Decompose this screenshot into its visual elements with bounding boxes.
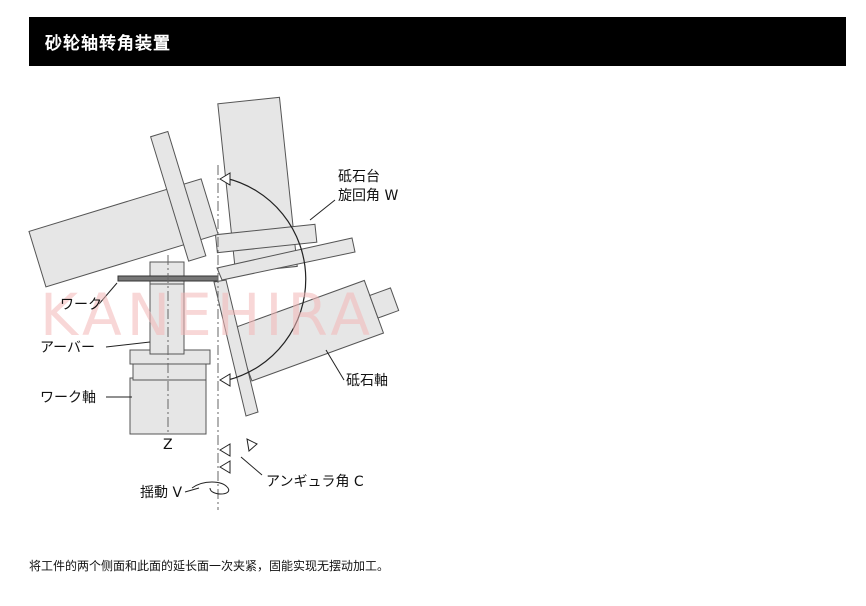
leader-wheel-spindle xyxy=(325,349,345,381)
label-oscillation: 揺動 V xyxy=(140,485,182,501)
label-wheel-spindle: 砥石軸 xyxy=(346,373,388,389)
label-work-spindle: ワーク軸 xyxy=(40,390,96,406)
wheel-head-bar xyxy=(216,237,356,281)
oscillation-swirl xyxy=(191,481,230,495)
angular-arrow-left xyxy=(219,443,231,457)
grinding-wheel xyxy=(213,279,259,417)
angular-arrow-right xyxy=(246,438,258,452)
label-wheel-head-line2: 旋回角 W xyxy=(338,188,398,204)
watermark: KANEHIRA xyxy=(40,281,375,349)
label-z-axis: Z xyxy=(163,437,173,453)
leader-wheel-head xyxy=(309,199,336,221)
header-bar: 砂轮轴转角装置 xyxy=(29,17,846,66)
leader-arbor xyxy=(105,341,151,348)
label-arbor: アーバー xyxy=(40,340,95,356)
label-wheel-head-line1: 砥石台 xyxy=(338,169,380,185)
leader-angular xyxy=(240,456,263,476)
leader-workpiece xyxy=(98,282,118,305)
work-spindle-flange xyxy=(132,361,207,381)
rotation-arc xyxy=(224,177,307,381)
leader-oscillation xyxy=(184,487,200,493)
wheel-head-left xyxy=(28,130,219,288)
arbor xyxy=(149,281,185,355)
description-caption: 将工件的两个侧面和此面的延长面一次夹紧，固能实现无摆动加工。 xyxy=(29,559,390,573)
wheel-head-upper xyxy=(214,96,318,274)
label-workpiece: ワーク xyxy=(60,297,102,313)
arc-arrow-bottom xyxy=(219,373,231,387)
arc-arrow-top xyxy=(219,172,231,186)
page-title: 砂轮轴转角装置 xyxy=(45,34,171,54)
label-angular: アンギュラ角 C xyxy=(266,474,364,490)
angular-arrow-lower xyxy=(219,460,231,474)
